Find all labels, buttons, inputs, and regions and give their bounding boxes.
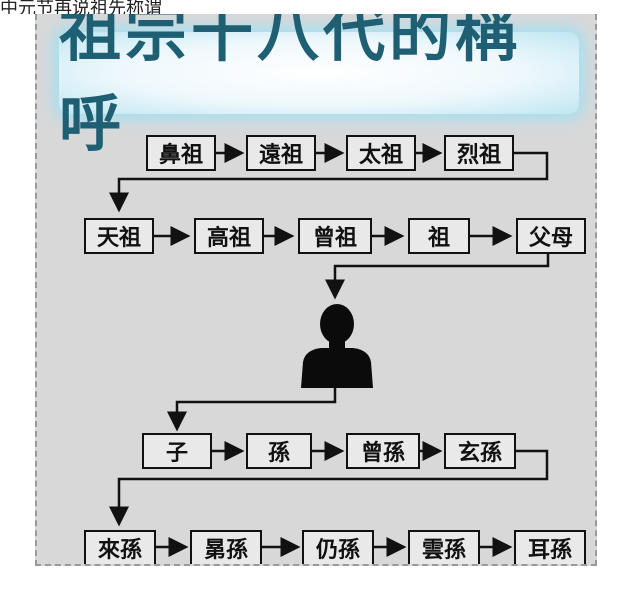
generation-box-r4-2: 晜孫 xyxy=(190,530,262,564)
generation-box-r1-2: 遠祖 xyxy=(246,135,316,171)
generation-box-r3-1: 子 xyxy=(142,433,212,469)
connector-arrows xyxy=(109,143,550,557)
arrow-self-to-r3 xyxy=(167,386,337,432)
person-silhouette-icon xyxy=(301,304,373,388)
arrow-r2-to-self xyxy=(325,254,550,300)
top-caption: 中元节再说祖先称谓 xyxy=(0,0,162,14)
generation-box-r2-5: 父母 xyxy=(516,218,586,254)
generation-box-r3-2: 孫 xyxy=(246,433,312,469)
generation-box-r2-4: 祖 xyxy=(408,218,470,254)
diagram-panel: 祖宗十八代的稱呼 鼻祖 遠祖 太祖 xyxy=(35,14,597,566)
arrow-r3-to-r4 xyxy=(109,449,549,527)
generation-box-r4-5: 耳孫 xyxy=(514,530,586,564)
generation-box-r4-3: 仍孫 xyxy=(302,530,374,564)
diagram-title: 祖宗十八代的稱呼 xyxy=(59,14,522,160)
generation-box-r1-1: 鼻祖 xyxy=(146,135,216,171)
generation-box-r4-4: 雲孫 xyxy=(408,530,480,564)
generation-box-r2-1: 天祖 xyxy=(84,218,154,254)
generation-box-r3-4: 玄孫 xyxy=(444,433,516,469)
generation-box-r3-3: 曾孫 xyxy=(346,433,420,469)
generation-box-r1-3: 太祖 xyxy=(346,135,416,171)
diagram-title-banner: 祖宗十八代的稱呼 xyxy=(59,14,579,160)
generation-box-r4-1: 來孫 xyxy=(84,530,156,564)
generation-box-r1-4: 烈祖 xyxy=(444,135,514,171)
generation-box-r2-3: 曾祖 xyxy=(298,218,372,254)
arrow-r1-to-r2 xyxy=(109,151,549,213)
generation-box-r2-2: 高祖 xyxy=(194,218,264,254)
